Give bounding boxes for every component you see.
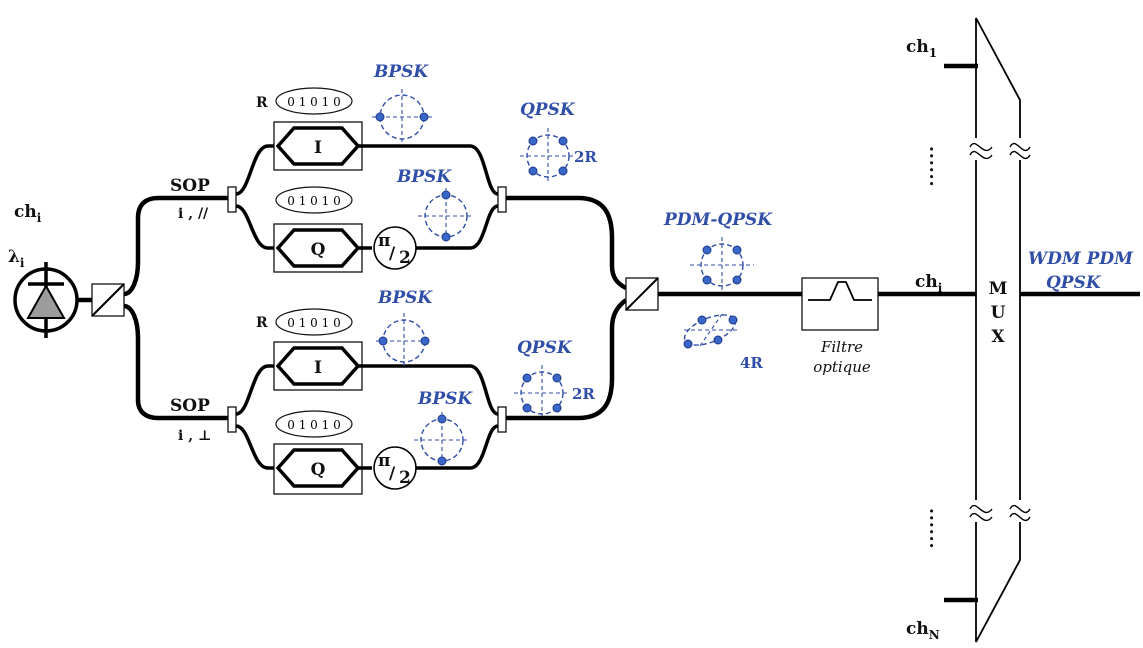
input-fibers — [123, 195, 228, 421]
lower-q-label: Q — [311, 460, 326, 480]
upper-qpsk-constellation — [520, 128, 576, 184]
output-label-line2: QPSK — [1046, 273, 1102, 293]
upper-coupler — [227, 186, 237, 213]
laser-diode-icon — [13, 262, 79, 338]
lower-combiner — [497, 406, 507, 433]
upper-q-label: Q — [311, 240, 326, 260]
lower-q-bpsk-constellation — [414, 412, 470, 468]
rate-4r: 4R — [740, 354, 763, 372]
svg-text:0 1 0 1 0: 0 1 0 1 0 — [287, 316, 340, 330]
channel-i-label: chi — [915, 272, 943, 295]
upper-q-bit-pattern: 0 1 0 1 0 — [275, 186, 353, 214]
upper-i-label: I — [314, 138, 322, 158]
mux-letter-m: M — [989, 279, 1008, 299]
upper-i-bpsk-constellation — [372, 89, 432, 145]
lower-q-bpsk-label: BPSK — [417, 389, 473, 409]
lower-coupler — [227, 406, 237, 433]
filter-icon — [801, 277, 879, 331]
filter-label-line1: Filtre — [820, 338, 863, 356]
filter-label-line2: optique — [813, 358, 871, 376]
upper-sop-state: i , // — [178, 206, 209, 222]
channel-1-label: ch1 — [906, 37, 937, 60]
lower-phase-shifter: π / 2 — [373, 446, 417, 490]
lower-rate-label: R — [256, 315, 268, 331]
channel-n-label: chN — [906, 619, 940, 642]
svg-text:0 1 0 1 0: 0 1 0 1 0 — [287, 418, 340, 432]
upper-rate-2r: 2R — [574, 148, 597, 166]
pdm-qpsk-label: PDM-QPSK — [663, 210, 773, 230]
lower-i-bpsk-constellation — [376, 313, 432, 369]
pdm-qpsk-x-constellation — [690, 237, 754, 293]
pdm-qpsk-y-constellation — [683, 313, 738, 349]
upper-i-bit-pattern: 0 1 0 1 0 — [275, 87, 353, 115]
lower-i-bit-pattern: 0 1 0 1 0 — [275, 308, 353, 336]
optical-filter: Filtre optique — [801, 277, 879, 376]
mux: M U X ch1 chi chN ...... ...... — [906, 17, 1036, 643]
lower-sop-state: i , ⊥ — [178, 428, 211, 444]
output-label-line1: WDM PDM — [1028, 249, 1134, 269]
polarization-splitter-icon — [91, 283, 125, 317]
svg-text:/: / — [389, 464, 396, 484]
upper-branch: SOP i , // R 0 1 0 1 0 I 0 1 0 1 0 Q π /… — [170, 62, 597, 273]
lower-sop-label: SOP — [170, 396, 210, 416]
upper-q-bpsk-label: BPSK — [396, 167, 452, 187]
lower-i-label: I — [314, 358, 322, 378]
svg-text:π: π — [378, 451, 390, 471]
upper-combiner — [497, 186, 507, 213]
lower-rate-2r: 2R — [572, 385, 595, 403]
lower-qpsk-label: QPSK — [517, 338, 573, 358]
pdm-combiner — [506, 195, 802, 421]
svg-text:0 1 0 1 0: 0 1 0 1 0 — [287, 194, 340, 208]
lower-q-bit-pattern: 0 1 0 1 0 — [275, 410, 353, 438]
svg-text:π: π — [378, 231, 390, 251]
wavelength-label: λi — [8, 247, 25, 270]
svg-text:/: / — [389, 244, 396, 264]
upper-sop-label: SOP — [170, 176, 210, 196]
upper-rate-label: R — [256, 95, 268, 111]
source: chi λi — [8, 202, 125, 338]
mux-letter-u: U — [991, 303, 1006, 323]
svg-text:2: 2 — [399, 248, 411, 268]
lower-i-bpsk-label: BPSK — [377, 288, 433, 308]
ellipsis-bottom: ...... — [925, 508, 945, 550]
lower-branch: SOP i , ⊥ R 0 1 0 1 0 I 0 1 0 1 0 Q π / … — [170, 288, 595, 495]
upper-i-bpsk-label: BPSK — [373, 62, 429, 82]
mux-body — [975, 17, 1021, 643]
upper-qpsk-label: QPSK — [520, 100, 576, 120]
svg-text:2: 2 — [399, 468, 411, 488]
channel-label: chi — [14, 202, 42, 225]
ellipsis-top: ...... — [925, 146, 945, 188]
svg-text:0 1 0 1 0: 0 1 0 1 0 — [287, 95, 340, 109]
mux-letter-x: X — [991, 327, 1005, 347]
upper-q-bpsk-constellation — [418, 188, 474, 244]
upper-phase-shifter: π / 2 — [373, 226, 417, 270]
lower-qpsk-constellation — [514, 365, 570, 421]
